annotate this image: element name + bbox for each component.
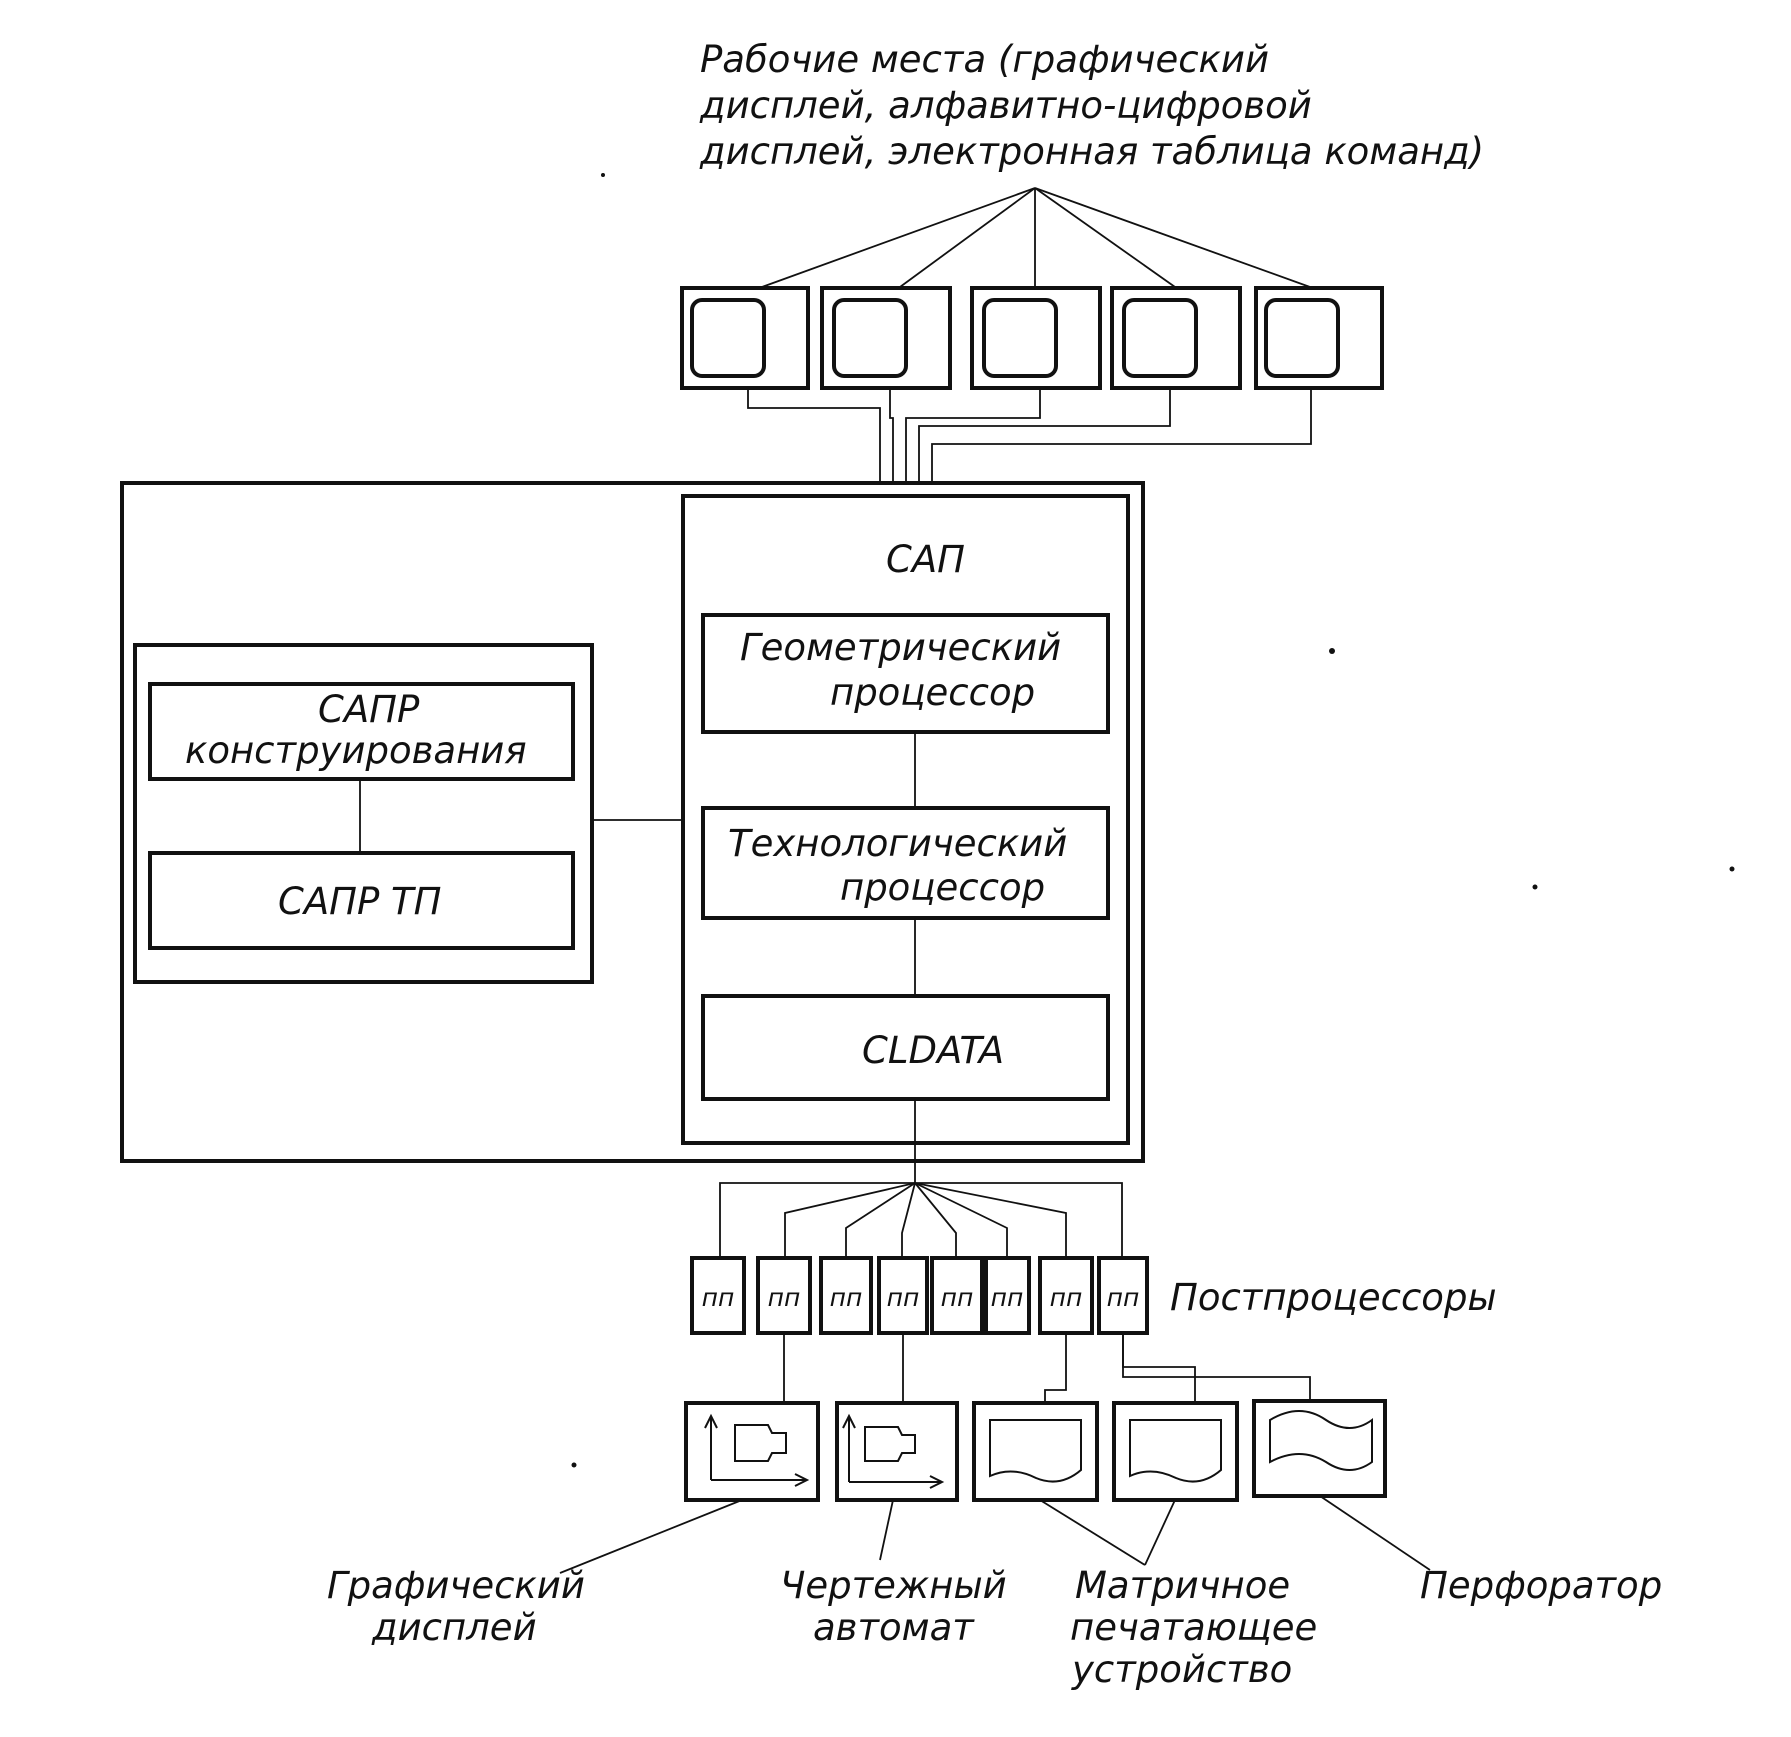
postprocessor-label: пп — [702, 1283, 735, 1312]
postprocessors-caption: Постпроцессоры — [1170, 1276, 1497, 1319]
workstation-fan-lines — [761, 187, 1311, 288]
postprocessor-label: пп — [941, 1283, 974, 1312]
system-frame — [120, 481, 1145, 1163]
cad-design-label-1: САПР — [318, 688, 420, 731]
plotter-caption-2: автомат — [813, 1606, 975, 1649]
postprocessor-label: пп — [768, 1283, 801, 1312]
caption-leader-lines — [559, 1495, 1431, 1574]
matrix-printer-caption-2: печатающее — [1070, 1606, 1317, 1649]
postprocessor-box — [984, 1256, 1031, 1335]
postprocessor-row: пп пп пп пп пп пп пп пп — [690, 1256, 1149, 1335]
workstation-monitor-icon — [1254, 286, 1384, 390]
postprocessor-box — [690, 1256, 746, 1335]
sap-title: САП — [886, 538, 965, 581]
perforator-caption: Перфоратор — [1420, 1564, 1662, 1607]
workstations-caption-line-1: Рабочие места (графический — [700, 38, 1269, 81]
technological-processor-box — [701, 806, 1110, 920]
cad-tp-label: САПР ТП — [278, 880, 441, 923]
cad-frame — [133, 643, 594, 984]
matrix-printer-caption-1: Матричное — [1075, 1564, 1290, 1607]
postprocessor-box — [819, 1256, 873, 1335]
cldata-label: CLDATA — [862, 1029, 1004, 1072]
cldata-box — [701, 994, 1110, 1101]
geometric-processor-label-1: Геометрический — [740, 626, 1061, 669]
geometric-processor-label-2: процессор — [830, 671, 1035, 714]
scan-specks — [571, 173, 1735, 1468]
cad-tp-box — [148, 851, 575, 950]
postprocessor-label: пп — [991, 1283, 1024, 1312]
geometric-processor-box — [701, 613, 1110, 734]
device-link-lines — [783, 1333, 1311, 1403]
postprocessor-box — [930, 1256, 984, 1335]
postprocessor-fan-lines — [719, 1182, 1123, 1258]
matrix-printer-caption-3: устройство — [1071, 1648, 1292, 1691]
workstation-monitor-icon — [820, 286, 952, 390]
workstation-monitor-icon — [680, 286, 810, 390]
workstations-caption: Рабочие места (графический дисплей, алфа… — [699, 38, 1484, 173]
workstations-caption-line-3: дисплей, электронная таблица команд) — [699, 130, 1484, 173]
technological-processor-label-1: Технологический — [728, 822, 1067, 865]
workstation-monitor-icon — [970, 286, 1102, 390]
cad-design-box — [148, 682, 575, 781]
technological-processor-label-2: процессор — [840, 866, 1045, 909]
plotter-caption-1: Чертежный — [780, 1564, 1007, 1607]
graphic-display-device — [684, 1401, 820, 1502]
graphic-display-caption-2: дисплей — [371, 1606, 537, 1649]
plotter-device — [835, 1401, 959, 1502]
matrix-printer-device — [1112, 1401, 1239, 1502]
workstation-terminals — [680, 286, 1384, 390]
cad-design-label-2: конструирования — [185, 729, 527, 772]
postprocessor-label: пп — [887, 1283, 920, 1312]
workstations-caption-line-2: дисплей, алфавитно-цифровой — [699, 84, 1312, 127]
perforator-device — [1252, 1399, 1387, 1498]
workstation-monitor-icon — [1110, 286, 1242, 390]
workstation-bus-lines — [747, 388, 1312, 483]
postprocessor-label: пп — [1107, 1283, 1140, 1312]
postprocessor-label: пп — [1050, 1283, 1083, 1312]
graphic-display-caption-1: Графический — [327, 1564, 585, 1607]
postprocessor-label: пп — [830, 1283, 863, 1312]
matrix-printer-device — [972, 1401, 1099, 1502]
